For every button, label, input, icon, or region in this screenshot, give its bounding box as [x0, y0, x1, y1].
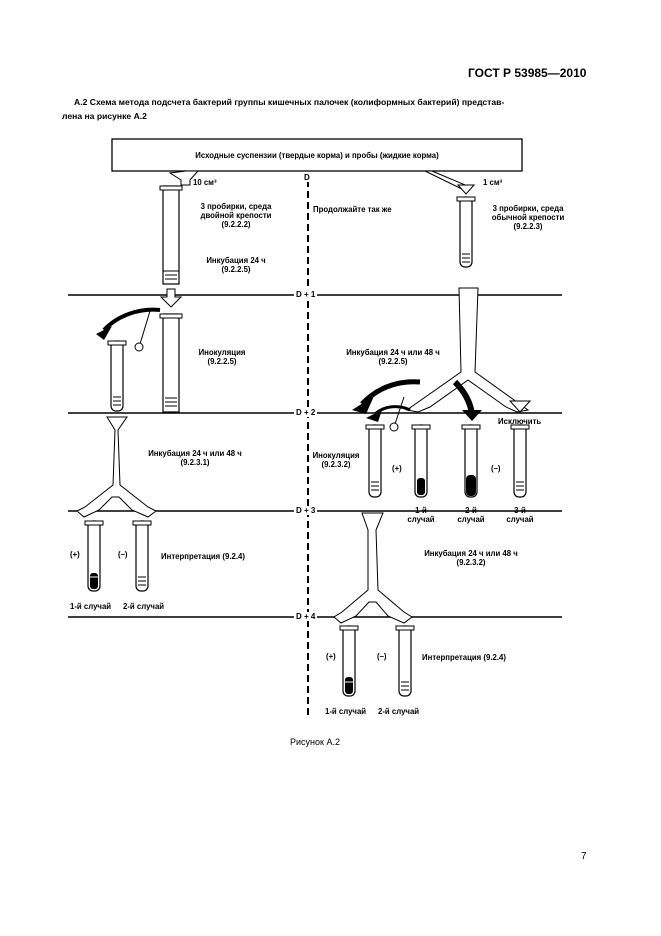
- plus-label-left: (+): [70, 550, 80, 559]
- intro-line-2: лена на рисунке А.2: [62, 111, 147, 121]
- incubation-right-top-line-1: Инкубация 24 ч или 48 ч: [346, 348, 440, 357]
- day-label-d3: D + 3: [294, 506, 318, 515]
- incubation-24-left: Инкубация 24 ч (9.2.2.5): [186, 256, 286, 274]
- continue-same-label: Продолжайте так же: [313, 205, 392, 214]
- right-tubes-line-3: (9.2.2.3): [513, 222, 543, 231]
- day-label-d1: D + 1: [294, 290, 318, 299]
- day-label-d2: D + 2: [294, 408, 318, 417]
- incubation-24-48-right-top: Инкубация 24 ч или 48 ч (9.2.2.5): [338, 348, 448, 366]
- tube-left-positive: [84, 520, 104, 592]
- case1-label-right-bottom: 1-й случай: [325, 707, 367, 716]
- tube-right-case2: [461, 424, 481, 498]
- day-label-d4: D + 4: [294, 612, 318, 621]
- incubation-24-48-right-bottom: Инкубация 24 ч или 48 ч (9.2.3.2): [416, 549, 526, 567]
- curved-arrow-right-1: [360, 379, 421, 406]
- incubation-left-line-2: (9.2.3.1): [180, 458, 210, 467]
- incubation-left-line-1: Инкубация 24 ч или 48 ч: [148, 449, 242, 458]
- tube-left-large-2: [159, 313, 183, 413]
- intro-line-1: А.2 Схема метода подсчета бактерий групп…: [74, 97, 505, 107]
- inoculation-right-line-2: (9.2.3.2): [321, 460, 351, 469]
- right-tubes-line-2: обычной крепости: [491, 213, 565, 222]
- minus-label-right-top: (–): [491, 464, 501, 473]
- document-standard-number: ГОСТ Р 53985—2010: [468, 66, 587, 80]
- tube-right-case3: [510, 424, 530, 498]
- minus-label-left: (–): [118, 550, 128, 559]
- split-arrow-right-bottom: [333, 512, 413, 624]
- inoculation-right-label: Инокуляция (9.2.3.2): [311, 451, 361, 469]
- day-label-d: D: [302, 173, 312, 182]
- figure-caption: Рисунок А.2: [290, 737, 340, 747]
- inoculation-right-line-1: Инокуляция: [312, 451, 360, 460]
- exclude-label: Исключить: [498, 417, 542, 426]
- plus-label-right-bottom: (+): [326, 652, 336, 661]
- plus-label-right-top: (+): [392, 464, 402, 473]
- tube-right-bottom-positive: [339, 625, 359, 697]
- left-tubes-line-2: двойной крепости: [200, 211, 272, 220]
- tube-right-case1: [411, 424, 431, 498]
- case1-right-line-1: 1-й: [415, 506, 427, 515]
- inoculation-left-line-1: Инокуляция: [198, 348, 246, 357]
- inoculation-left-label: Инокуляция (9.2.2.5): [192, 348, 252, 366]
- incubation-right-top-line-2: (9.2.2.5): [378, 357, 408, 366]
- tube-left-small-d1: [107, 340, 127, 412]
- arrow-left-d1: [159, 288, 183, 308]
- right-tubes-description: 3 пробирки, среда обычной крепости (9.2.…: [478, 204, 578, 231]
- case2-right-line-1: 2-й: [465, 506, 477, 515]
- case2-label-left: 2-й случай: [123, 602, 165, 611]
- inoculation-loop-right: [389, 422, 399, 432]
- page-number: 7: [581, 851, 587, 862]
- right-tubes-line-1: 3 пробирки, среда: [492, 204, 564, 213]
- source-box-label: Исходные суспензии (твердые корма) и про…: [195, 151, 439, 160]
- split-arrow-right-top: [405, 287, 530, 413]
- case3-right-line-1: 3-й: [514, 506, 526, 515]
- case2-label-right: 2-й случай: [449, 506, 493, 524]
- tube-right-bottom-negative: [395, 625, 415, 697]
- left-tubes-description: 3 пробирки, среда двойной крепости (9.2.…: [186, 202, 286, 229]
- split-arrow-left: [76, 416, 157, 518]
- curved-arrow-right-2: [452, 379, 475, 415]
- left-volume-label: 10 см³: [193, 178, 217, 187]
- tube-right-small-1: [456, 196, 476, 268]
- inoculation-arrow-left: [102, 307, 161, 332]
- case3-label-right: 3-й случай: [498, 506, 542, 524]
- case2-label-right-bottom: 2-й случай: [378, 707, 420, 716]
- minus-label-right-bottom: (–): [377, 652, 387, 661]
- incubation-right-bottom-line-1: Инкубация 24 ч или 48 ч: [424, 549, 518, 558]
- case2-right-line-2: случай: [457, 515, 485, 524]
- incubation-24-left-line-2: (9.2.2.5): [221, 265, 251, 274]
- tube-left-negative: [132, 520, 152, 592]
- inoculation-loop-left: [134, 342, 144, 352]
- arrow-exclude-head: [508, 400, 532, 413]
- interpretation-right-label: Интерпретация (9.2.4): [422, 653, 506, 662]
- interpretation-left-label: Интерпретация (9.2.4): [161, 552, 245, 561]
- left-tubes-line-1: 3 пробирки, среда: [200, 202, 272, 211]
- right-volume-label: 1 см³: [483, 178, 503, 187]
- left-tubes-line-3: (9.2.2.2): [221, 220, 251, 229]
- case1-right-line-2: случай: [407, 515, 435, 524]
- curved-arrow-right-3: [373, 405, 411, 416]
- incubation-right-bottom-line-2: (9.2.3.2): [456, 558, 486, 567]
- intro-paragraph: А.2 Схема метода подсчета бактерий групп…: [62, 95, 600, 123]
- tube-left-large-1: [159, 185, 183, 285]
- case1-label-right: 1-й случай: [399, 506, 443, 524]
- inoculation-left-line-2: (9.2.2.5): [207, 357, 237, 366]
- case3-right-line-2: случай: [506, 515, 534, 524]
- incubation-24-left-line-1: Инкубация 24 ч: [206, 256, 266, 265]
- incubation-24-48-left: Инкубация 24 ч или 48 ч (9.2.3.1): [140, 449, 250, 467]
- arrow-source-left: [168, 170, 200, 186]
- source-box: [111, 138, 523, 172]
- tube-right-inoculated: [365, 424, 385, 498]
- arrow-source-right-head: [456, 184, 476, 195]
- case1-label-left: 1-й случай: [70, 602, 112, 611]
